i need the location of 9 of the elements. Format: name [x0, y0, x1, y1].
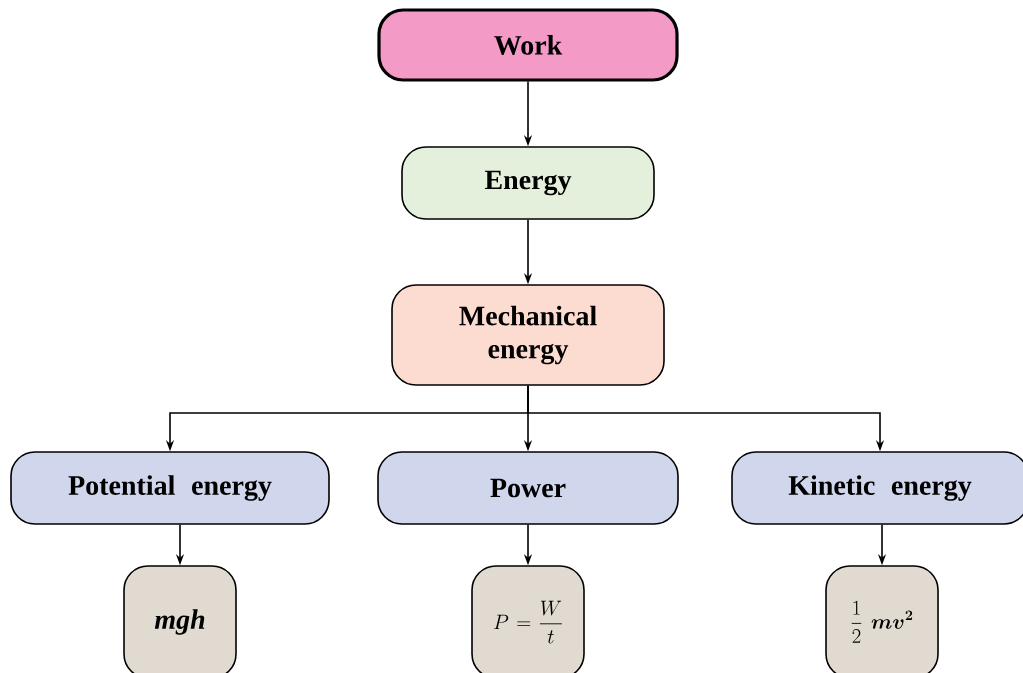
category-box: Kinetic energy: [731, 451, 1023, 525]
process-box: Mechanical energy: [391, 284, 665, 386]
category-box: Potential energy: [10, 451, 330, 525]
process-box: Energy: [401, 146, 655, 220]
formula-box: mgh: [123, 565, 237, 673]
category-box: Power: [377, 451, 679, 525]
title-box: Work: [377, 8, 679, 82]
formula-box: $P = \frac{W}{t}$: [471, 565, 585, 673]
formula-box: $\frac{1}{2}\;\boldsymbol{mv^{2}}$: [825, 565, 939, 673]
